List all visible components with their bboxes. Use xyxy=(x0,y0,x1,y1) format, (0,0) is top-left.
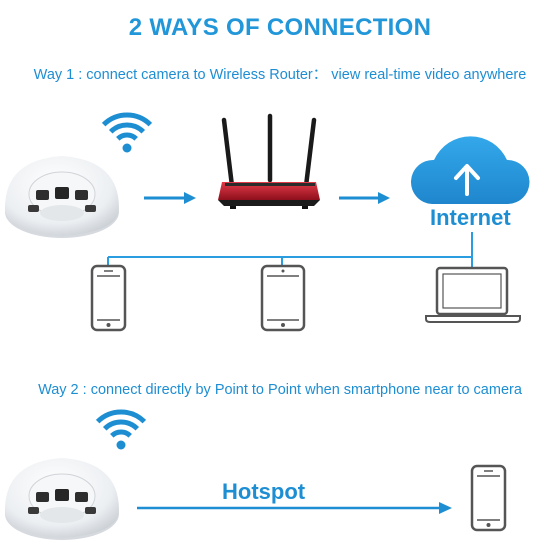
tablet-icon xyxy=(260,264,306,332)
router-icon xyxy=(218,113,320,209)
hotspot-label: Hotspot xyxy=(222,479,306,504)
wifi-icon xyxy=(95,409,147,450)
smartphone-icon xyxy=(90,264,127,332)
way2-caption: Way 2 : connect directly by Point to Poi… xyxy=(38,382,522,398)
internet-label: Internet xyxy=(430,205,511,230)
smoke-detector-camera xyxy=(5,458,119,540)
laptop-icon xyxy=(425,266,521,323)
arrow-right-icon xyxy=(144,192,196,204)
way1-caption: Way 1 : connect camera to Wireless Route… xyxy=(33,67,527,83)
arrow-right-icon xyxy=(137,502,452,514)
wifi-icon xyxy=(101,112,153,153)
network-lines xyxy=(107,232,473,268)
arrow-right-icon xyxy=(339,192,390,204)
cloud-upload-icon xyxy=(410,136,530,204)
page-title: 2 WAYS OF CONNECTION xyxy=(128,14,432,41)
smartphone-icon xyxy=(470,464,507,532)
smoke-detector-camera xyxy=(5,156,119,238)
